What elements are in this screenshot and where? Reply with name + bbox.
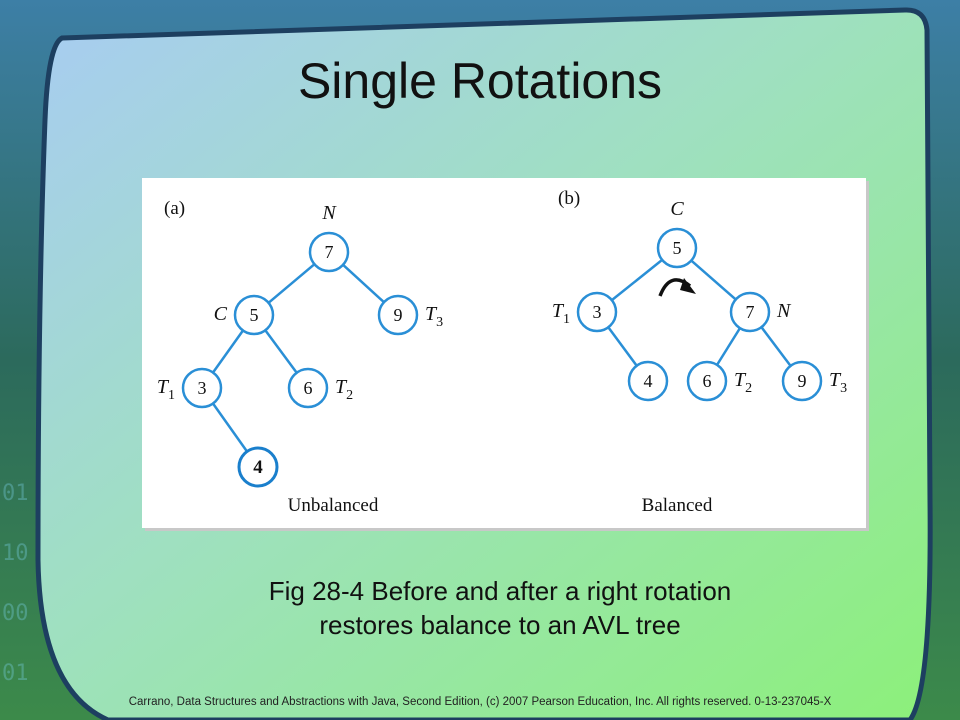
caption-line-1: Fig 28-4 Before and after a right rotati… xyxy=(268,576,732,606)
tree-edge xyxy=(760,326,792,367)
caption-line-2: restores balance to an AVL tree xyxy=(319,610,681,640)
node-circle xyxy=(233,294,275,336)
tree-edge xyxy=(715,327,742,366)
node-value: 4 xyxy=(253,457,263,478)
node-value: 6 xyxy=(304,378,313,398)
tree-edge xyxy=(211,402,249,453)
node-tag: T2 xyxy=(335,376,353,403)
node-circle xyxy=(781,360,823,402)
slide-title: Single Rotations xyxy=(297,53,663,109)
node-value: 7 xyxy=(746,302,755,322)
tree-node: 3 T1 xyxy=(552,291,618,333)
tree-edge xyxy=(607,326,638,367)
node-circle xyxy=(377,294,419,336)
node-circle xyxy=(729,291,771,333)
node-tag: N xyxy=(776,300,792,322)
node-circle xyxy=(656,227,698,269)
svg-text:01: 01 xyxy=(2,481,29,506)
tree-node: 4 xyxy=(237,446,279,488)
tree-edge xyxy=(342,263,385,304)
node-tag: T3 xyxy=(829,369,847,396)
node-value: 3 xyxy=(593,302,602,322)
panel-b-label: (b) xyxy=(558,188,580,209)
node-circle xyxy=(181,367,223,409)
node-value: 6 xyxy=(703,371,712,391)
node-value: 3 xyxy=(198,378,207,398)
node-value: 9 xyxy=(394,305,403,325)
node-tag: T1 xyxy=(552,300,570,327)
copyright-footer: Carrano, Data Structures and Abstraction… xyxy=(128,696,832,708)
node-value: 9 xyxy=(798,371,807,391)
node-value: 4 xyxy=(644,371,653,391)
svg-text:10: 10 xyxy=(2,541,29,566)
node-value: 7 xyxy=(325,242,334,262)
tree-node: 7N xyxy=(308,202,350,273)
panel-a-label: (a) xyxy=(164,198,185,219)
node-circle xyxy=(237,446,279,488)
clockwise-arrow-icon xyxy=(658,278,696,297)
svg-text:01: 01 xyxy=(2,661,29,686)
node-tag: T1 xyxy=(157,376,175,403)
node-tag: C xyxy=(214,303,228,325)
tree-edge xyxy=(267,263,316,304)
node-circle xyxy=(627,360,669,402)
figure-caption: Fig 28-4 Before and after a right rotati… xyxy=(120,574,880,642)
tree-edge xyxy=(690,259,737,301)
panel-b-caption: Balanced xyxy=(642,495,713,516)
tree-node: 9 T3 xyxy=(377,294,443,336)
tree-node: 9 T3 xyxy=(781,360,847,402)
tree-edge xyxy=(212,329,244,374)
tree-node: 4 xyxy=(627,360,669,402)
node-tag: T3 xyxy=(425,303,443,330)
node-circle xyxy=(308,231,350,273)
tree-node: 6 T2 xyxy=(686,360,752,402)
node-value: 5 xyxy=(250,305,259,325)
node-circle xyxy=(686,360,728,402)
node-tag: C xyxy=(670,198,684,220)
svg-text:00: 00 xyxy=(2,601,29,626)
node-circle xyxy=(287,367,329,409)
tree-node: 3 T1 xyxy=(157,367,223,409)
panel-a-caption: Unbalanced xyxy=(288,495,379,516)
tree-node: 5C xyxy=(214,294,275,336)
node-tag: N xyxy=(321,202,337,224)
tree-edge xyxy=(611,258,663,302)
node-circle xyxy=(576,291,618,333)
tree-node: 6 T2 xyxy=(287,367,353,409)
node-value: 5 xyxy=(673,238,682,258)
tree-edge xyxy=(264,329,298,374)
tree-node: 5C xyxy=(656,198,698,269)
node-tag: T2 xyxy=(734,369,752,396)
